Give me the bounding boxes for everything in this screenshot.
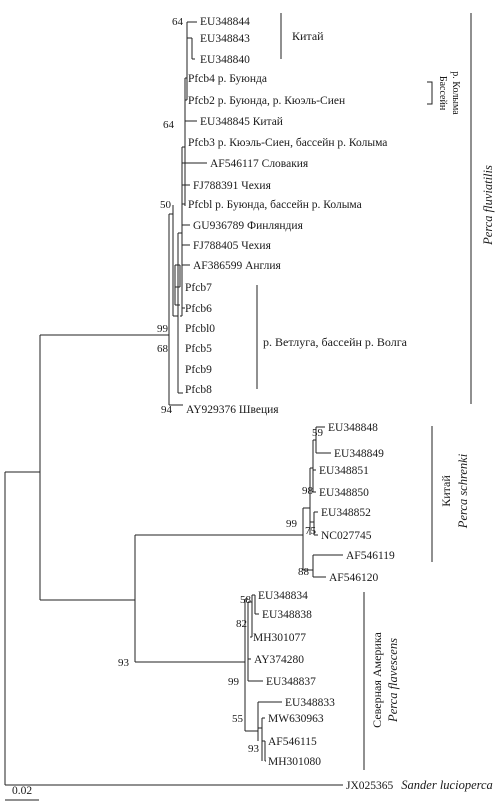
taxon-label: EU348838 <box>262 609 312 621</box>
taxon-label: Pfcbl р. Буюнда, бассейн р. Колыма <box>188 199 362 211</box>
outgroup-label: JX025365 Sander lucioperca <box>346 776 493 793</box>
taxon-label: AF546115 <box>268 736 317 748</box>
taxon-label: MH301080 <box>268 756 321 768</box>
species-label-fluviatilis: Perca fluviatilis <box>481 165 495 246</box>
taxon-label: EU348852 <box>321 507 371 519</box>
bootstrap-value: 98 <box>302 485 314 497</box>
group-label-north-america: Северная Америка <box>370 632 384 728</box>
bootstrap-value: 68 <box>157 343 169 355</box>
bracket-kolyma <box>427 81 433 105</box>
taxon-label: AY929376 Швеция <box>186 404 279 416</box>
taxon-label: Pfcb4 р. Буюнда <box>188 73 267 85</box>
bootstrap-value: 55 <box>232 713 244 725</box>
taxon-label: Pfcb6 <box>185 303 212 315</box>
group-label-china-schrenki: Китай <box>439 475 453 507</box>
taxon-label: FJ788391 Чехия <box>193 180 272 192</box>
taxon-label: EU348840 <box>200 54 250 66</box>
taxon-label: AF386599 Англия <box>193 260 282 272</box>
bootstrap-value: 75 <box>305 525 317 537</box>
group-label-kolyma-1: Бассейн <box>437 76 448 111</box>
taxon-label: EU348843 <box>200 33 250 45</box>
bootstrap-value: 88 <box>298 566 310 578</box>
outgroup-accession: JX025365 <box>346 780 394 792</box>
taxon-label: Pfcb7 <box>185 282 212 294</box>
outgroup-species: Sander lucioperca <box>401 778 493 792</box>
scale-bar-label: 0.02 <box>12 785 32 797</box>
bootstrap-value: 59 <box>312 427 324 439</box>
taxon-label: EU348848 <box>328 422 378 434</box>
taxon-label: AY374280 <box>254 654 304 666</box>
taxon-labels: EU348844 EU348843 EU348840 Pfcb4 р. Буюн… <box>185 16 493 793</box>
taxon-label: MW630963 <box>268 713 324 725</box>
group-label-vetluga: р. Ветлуга, бассейн р. Волга <box>263 335 408 349</box>
bootstrap-value: 93 <box>248 743 260 755</box>
tree-branches <box>4 21 343 786</box>
taxon-label: FJ788405 Чехия <box>193 240 272 252</box>
taxon-label: AF546120 <box>329 572 378 584</box>
scale-bar: 0.02 <box>5 785 39 801</box>
species-label-flavescens: Perca flavescens <box>386 638 400 723</box>
taxon-label: GU936789 Финляндия <box>193 220 304 232</box>
taxon-label: EU348833 <box>285 697 335 709</box>
taxon-label: EU348844 <box>200 16 250 28</box>
taxon-label: MH301077 <box>253 632 306 644</box>
bootstrap-value: 64 <box>163 119 175 131</box>
bootstrap-value: 99 <box>157 323 169 335</box>
taxon-label: Pfcb5 <box>185 343 212 355</box>
bootstrap-value: 58 <box>240 594 252 606</box>
taxon-label: AF546119 <box>346 550 395 562</box>
group-label-kolyma-2: р. Колыма <box>450 71 461 115</box>
taxon-label: AF546117 Словакия <box>210 158 309 170</box>
bootstrap-value: 50 <box>160 199 172 211</box>
taxon-label: Pfcb9 <box>185 364 212 376</box>
taxon-label: Pfcbl0 <box>185 323 215 335</box>
bootstrap-value: 64 <box>172 16 184 28</box>
taxon-label: EU348837 <box>266 676 316 688</box>
taxon-label: EU348850 <box>319 487 369 499</box>
taxon-label: Pfcb3 р. Кюэль-Сиен, бассейн р. Колыма <box>188 137 387 149</box>
taxon-label: EU348851 <box>319 465 369 477</box>
taxon-label: EU348845 Китай <box>200 116 283 128</box>
bootstrap-values: 64 64 50 99 68 94 59 98 99 75 88 93 58 8… <box>118 16 324 755</box>
group-label-china-top: Китай <box>292 29 324 43</box>
bootstrap-value: 99 <box>228 676 240 688</box>
bootstrap-value: 82 <box>236 618 247 630</box>
taxon-label: EU348834 <box>258 590 308 602</box>
bootstrap-value: 94 <box>161 404 173 416</box>
group-brackets: Китай Бассейн р. Колыма р. Ветлуга, басс… <box>256 13 495 770</box>
species-label-schrenki: Perca schrenki <box>456 453 470 529</box>
taxon-label: NC027745 <box>321 530 372 542</box>
taxon-label: Pfcb2 р. Буюнда, р. Кюэль-Сиен <box>188 95 345 107</box>
bootstrap-value: 99 <box>286 518 298 530</box>
taxon-label: Pfcb8 <box>185 384 212 396</box>
taxon-label: EU348849 <box>334 448 384 460</box>
bootstrap-value: 93 <box>118 657 130 669</box>
